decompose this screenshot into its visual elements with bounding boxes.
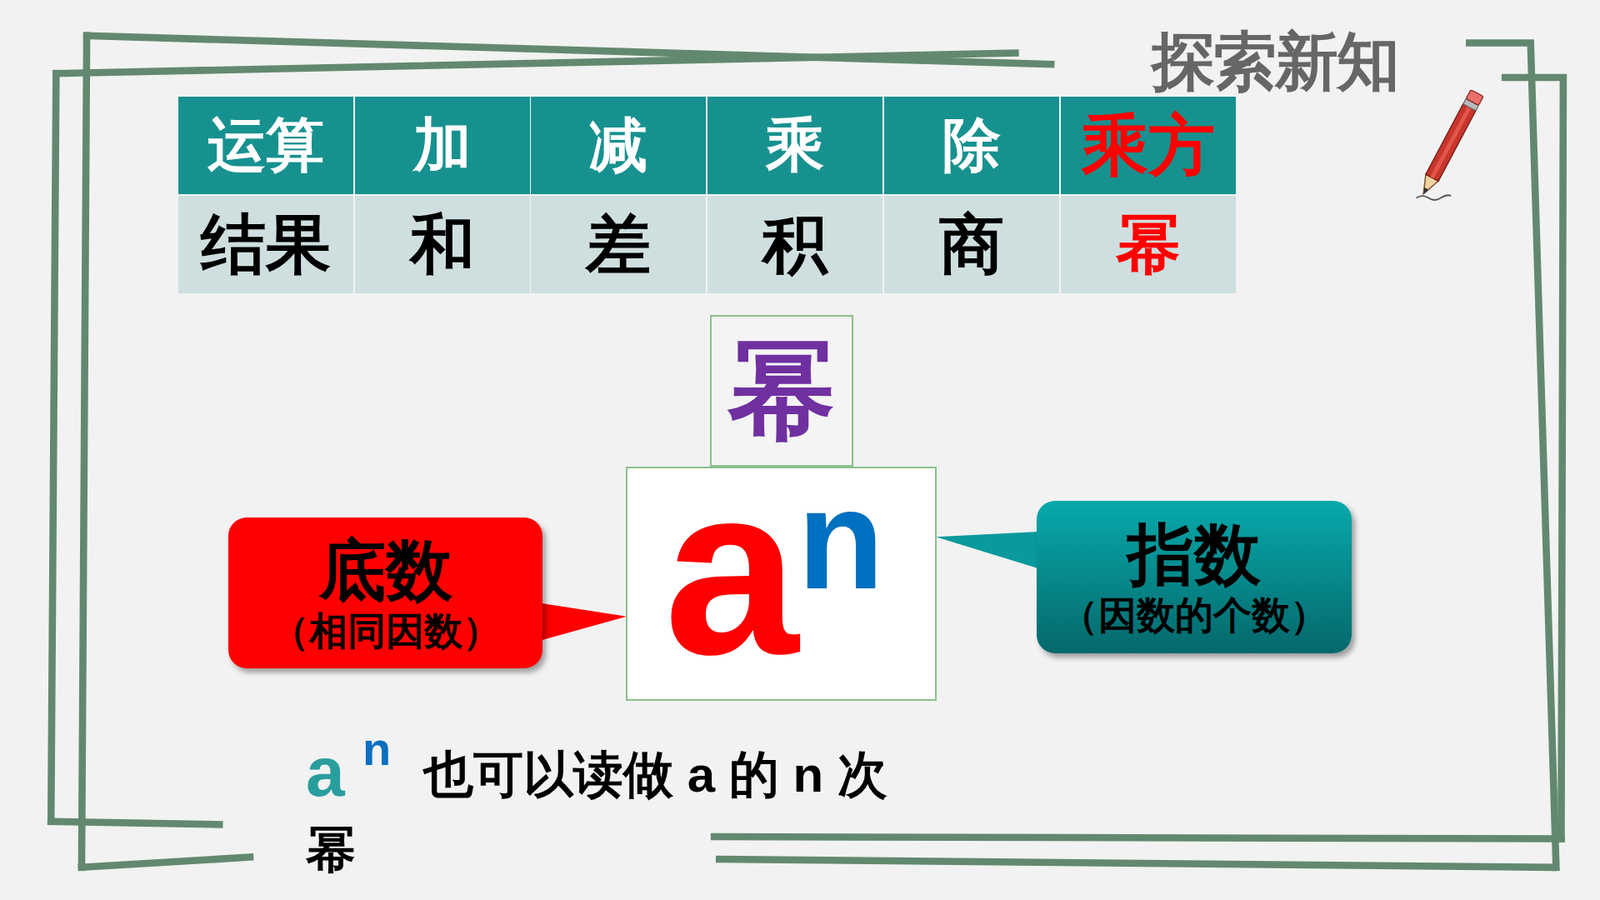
power-exponent-letter: n <box>362 725 391 773</box>
table-cell: 乘 <box>707 96 883 195</box>
callout-tail <box>532 601 627 643</box>
table-result-cell: 差 <box>585 207 651 283</box>
table-cell: 乘方 <box>1060 96 1236 195</box>
frame-line <box>50 73 56 822</box>
callout-note: （因数的个数） <box>1060 593 1329 638</box>
pencil-lead <box>1421 187 1429 195</box>
pencil-scribble <box>1416 195 1452 200</box>
callout-heading: 底数 <box>319 532 453 610</box>
text-holder: a <box>305 736 345 807</box>
frame-line <box>719 859 1553 868</box>
power-expression-box: an <box>625 466 937 701</box>
table-cell: 除 <box>884 96 1060 195</box>
table-result-cell: 商 <box>939 207 1005 283</box>
frame-line <box>1505 77 1564 839</box>
callout-tail <box>935 531 1047 572</box>
pencil-icon <box>1417 90 1485 198</box>
exponent-letter: n <box>797 468 885 610</box>
table-result-cell: 和 <box>410 207 475 283</box>
table-header-cell: 乘 <box>765 111 825 180</box>
table-cell: 减 <box>530 96 706 195</box>
table-cell: 运算 <box>178 96 354 195</box>
table-cell: 加 <box>355 96 530 195</box>
title-holder: 探索新知 <box>1151 25 1399 98</box>
power-base-letter: a <box>305 736 345 807</box>
frame-line <box>1469 42 1556 867</box>
table-result-cell: 幂 <box>1115 207 1181 283</box>
table-header-cell: 加 <box>413 111 472 180</box>
frame-line <box>81 35 87 868</box>
base-callout: 底数（相同因数） <box>228 517 543 669</box>
table-result-cell: 结果 <box>200 207 331 283</box>
text-holder: 也可以读做 a 的 n 次幂 <box>305 737 919 888</box>
text-holder: n <box>362 725 391 773</box>
pencil-body <box>1425 104 1476 181</box>
table-header-cell: 减 <box>589 111 648 180</box>
pencil-eraser <box>1465 90 1484 106</box>
table-header-cell: 除 <box>942 111 1001 180</box>
table-cell: 和 <box>355 195 530 294</box>
exponent-callout: 指数（因数的个数） <box>1036 500 1352 654</box>
callout-note: （相同因数） <box>270 609 501 654</box>
slide-title: 探索新知 <box>1151 25 1399 98</box>
base-letter: a <box>664 448 799 690</box>
table-cell: 幂 <box>1060 195 1236 294</box>
table-result-cell: 积 <box>762 207 828 283</box>
table-header-cell: 乘方 <box>1081 107 1215 185</box>
pencil-stripe <box>1430 106 1471 180</box>
frame-line <box>55 53 1015 74</box>
table-cell: 差 <box>530 195 706 294</box>
table-cell: 结果 <box>178 195 354 294</box>
table-cell: 商 <box>884 195 1060 294</box>
frame-line <box>50 821 220 825</box>
table-cell: 积 <box>707 195 883 294</box>
frame-line <box>81 857 250 868</box>
table-header-cell: 运算 <box>207 111 325 180</box>
callout-heading: 指数 <box>1127 516 1261 594</box>
power-box: 幂 <box>710 315 854 467</box>
reading-note: 也可以读做 a 的 n 次幂 <box>305 737 919 888</box>
frame-line <box>714 836 1561 839</box>
power-word: 幂 <box>727 328 836 454</box>
